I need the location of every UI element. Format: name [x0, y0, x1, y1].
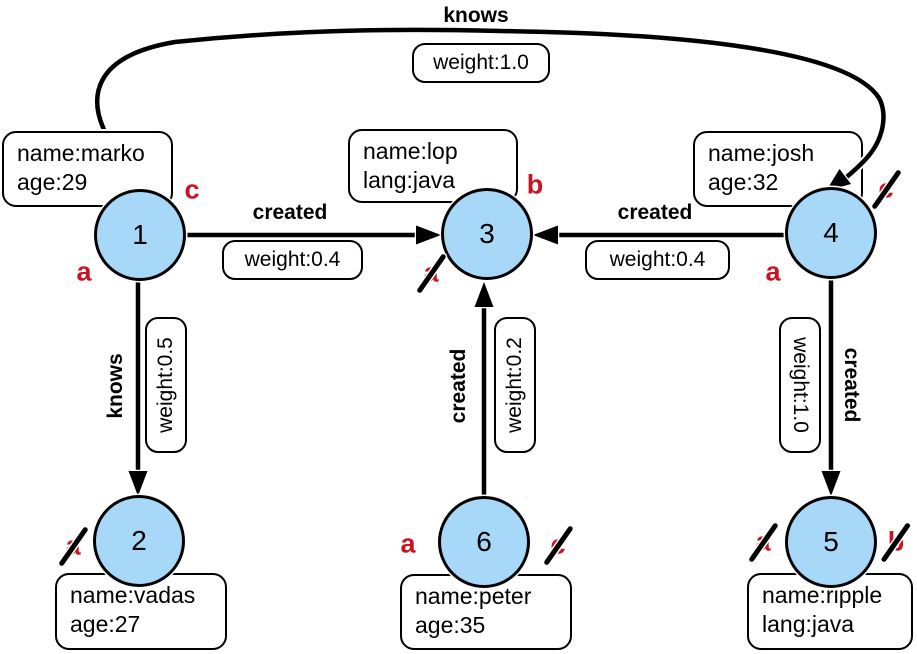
- weight-box-knows-1-4: weight:1.0: [412, 43, 550, 83]
- step-label-c-vertex-1: c: [184, 174, 200, 205]
- step-label-a-vertex-3-struck: a: [415, 252, 447, 294]
- vertex-2-circle: 2: [93, 495, 185, 587]
- step-label-a-vertex-5-struck: a: [747, 521, 779, 563]
- vertex-6-id: 6: [476, 526, 492, 557]
- step-label-b-vertex-5-struck: b: [880, 521, 912, 563]
- edge-label-created-1-3: created: [252, 201, 328, 224]
- step-label-text: a: [765, 256, 781, 287]
- vertex-4-id: 4: [823, 217, 839, 248]
- vertex-1-id: 1: [132, 219, 148, 250]
- vertex-5-circle: 5: [785, 496, 877, 588]
- vertex-3-circle: 3: [441, 188, 533, 280]
- vertex-6-circle: 6: [438, 496, 530, 588]
- property-line: name:marko: [17, 140, 145, 166]
- vertex-1-circle: 1: [94, 189, 186, 281]
- edge-label-created-4-3: created: [617, 201, 693, 224]
- step-label-a-vertex-2-struck: a: [57, 525, 89, 567]
- weight-box-created-4-3: weight:0.4: [585, 240, 730, 280]
- vertex-3-id: 3: [479, 218, 495, 249]
- vertex-2-id: 2: [131, 525, 147, 556]
- arrowheads: [126, 223, 843, 500]
- property-line: lang:java: [762, 611, 855, 637]
- vertex-4-circle: 4: [785, 187, 877, 279]
- vertex-1-properties-box: name:marko age:29: [2, 131, 173, 207]
- arrowhead-knows-1-2-fill: [128, 471, 148, 496]
- step-label-b-vertex-3: b: [526, 169, 544, 200]
- edge-lines: [95, 27, 886, 508]
- property-line: age:32: [708, 169, 779, 195]
- edge-knows-1-4-arrow-shaft: [837, 96, 886, 185]
- weight-box-created-1-3: weight:0.4: [222, 240, 363, 280]
- arrowhead-knows-1-4-fill: [826, 169, 851, 191]
- edge-knows-1-4-path: [95, 27, 886, 164]
- property-line: name:peter: [415, 583, 532, 609]
- step-label-c-vertex-6-struck: c: [542, 524, 574, 566]
- vertex-5-id: 5: [823, 526, 839, 557]
- step-label-c-vertex-4-struck: c: [870, 168, 902, 210]
- step-label-a-vertex-4: a: [765, 256, 781, 287]
- arrowhead-created-6-3-fill: [474, 282, 494, 307]
- arrowhead-created-1-3-fill: [416, 225, 441, 245]
- property-line: name:josh: [708, 140, 815, 166]
- step-label-text: b: [526, 169, 544, 200]
- property-line: age:29: [17, 169, 88, 195]
- step-label-a-vertex-6: a: [400, 528, 416, 559]
- property-line: name:lop: [363, 138, 458, 164]
- step-label-text: a: [76, 256, 92, 287]
- property-line: lang:java: [363, 167, 456, 193]
- property-line: age:35: [415, 612, 486, 638]
- edge-label-knows-1-4: knows: [443, 4, 509, 27]
- arrowhead-created-4-3-fill: [533, 225, 558, 245]
- step-label-text: a: [400, 528, 416, 559]
- arrowhead-created-4-5-fill: [821, 471, 841, 496]
- property-line: age:27: [70, 611, 141, 637]
- step-label-a-vertex-1: a: [76, 256, 92, 287]
- step-label-text: c: [184, 174, 200, 205]
